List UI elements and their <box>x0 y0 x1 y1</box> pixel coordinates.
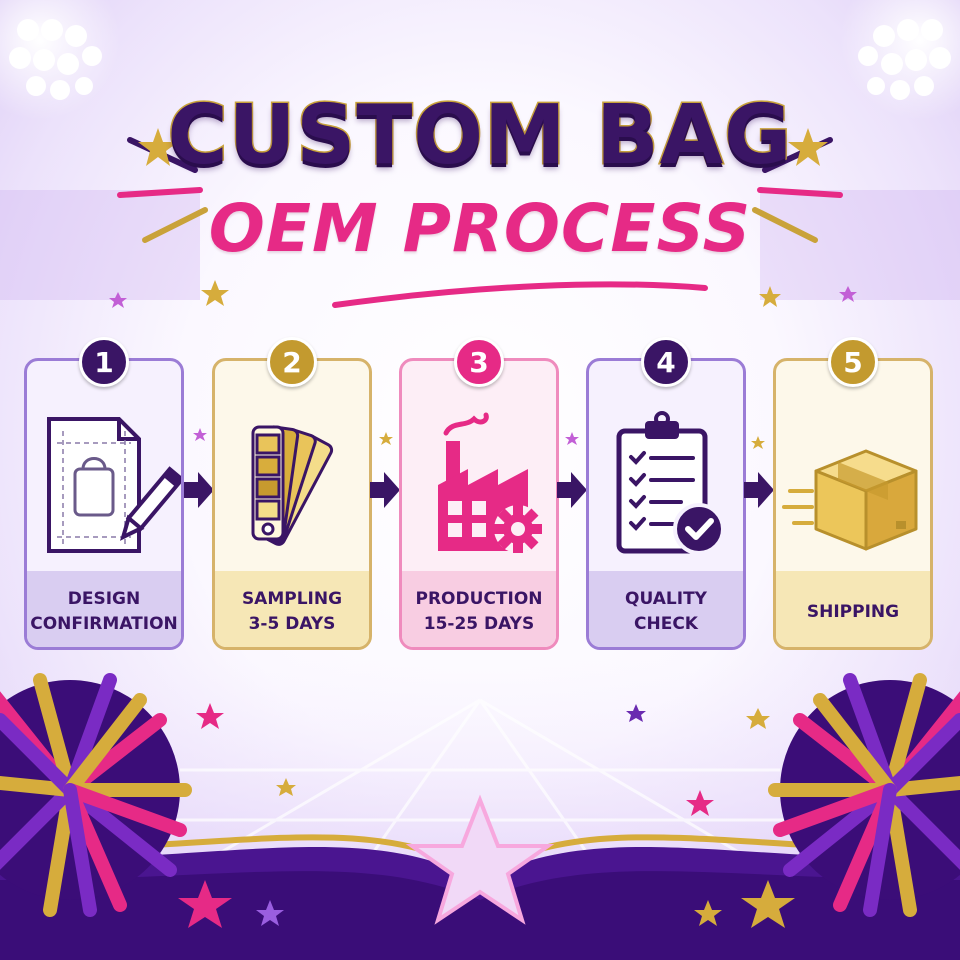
arrow-right-icon <box>744 472 774 508</box>
step-5-number-badge: 5 <box>828 337 878 387</box>
step-1-label-line1: DESIGN <box>67 589 141 609</box>
decorative-stars-icon <box>109 128 857 928</box>
step-3-label-line1: PRODUCTION <box>415 589 543 609</box>
step-4-label-line2: CHECK <box>634 614 698 634</box>
shipping-box-icon <box>782 449 918 551</box>
arrow-right-icon <box>557 472 587 508</box>
step-card-sampling: SAMPLING 3-5 DAYS <box>212 358 372 650</box>
step-3-number-badge: 3 <box>454 337 504 387</box>
floor-star-icon <box>405 794 555 925</box>
arrow-right-icon <box>184 472 214 508</box>
design-document-pencil-icon <box>47 417 181 553</box>
pom-pom-left-icon <box>0 673 192 917</box>
step-1-number-badge: 1 <box>79 337 129 387</box>
step-4-label-line1: QUALITY <box>625 589 707 609</box>
step-2-label-line2: 3-5 DAYS <box>248 614 336 634</box>
step-2-number-badge: 2 <box>267 337 317 387</box>
arrow-right-icon <box>370 472 400 508</box>
step-1-label-line2: CONFIRMATION <box>30 614 178 634</box>
title-subtitle: OEM PROCESS <box>208 190 752 267</box>
color-swatch-fan-icon <box>251 425 334 546</box>
stadium-lights-left-icon <box>0 0 120 120</box>
title-main: CUSTOM BAG <box>166 87 793 185</box>
stadium-lights-right-icon <box>840 0 960 120</box>
pom-pom-right-icon <box>768 673 960 917</box>
factory-gear-icon <box>438 412 542 553</box>
step-5-label-line1: SHIPPING <box>806 601 900 622</box>
step-card-design: DESIGN CONFIRMATION <box>24 358 184 650</box>
step-4-number-badge: 4 <box>641 337 691 387</box>
step-3-label-line2: 15-25 DAYS <box>423 614 535 634</box>
step-2-label-line1: SAMPLING <box>241 589 343 609</box>
step-card-production: PRODUCTION 15-25 DAYS <box>399 358 559 650</box>
step-card-shipping: SHIPPING <box>773 358 933 650</box>
step-card-quality-check: QUALITY CHECK <box>586 358 746 650</box>
clipboard-checklist-icon <box>616 411 725 555</box>
